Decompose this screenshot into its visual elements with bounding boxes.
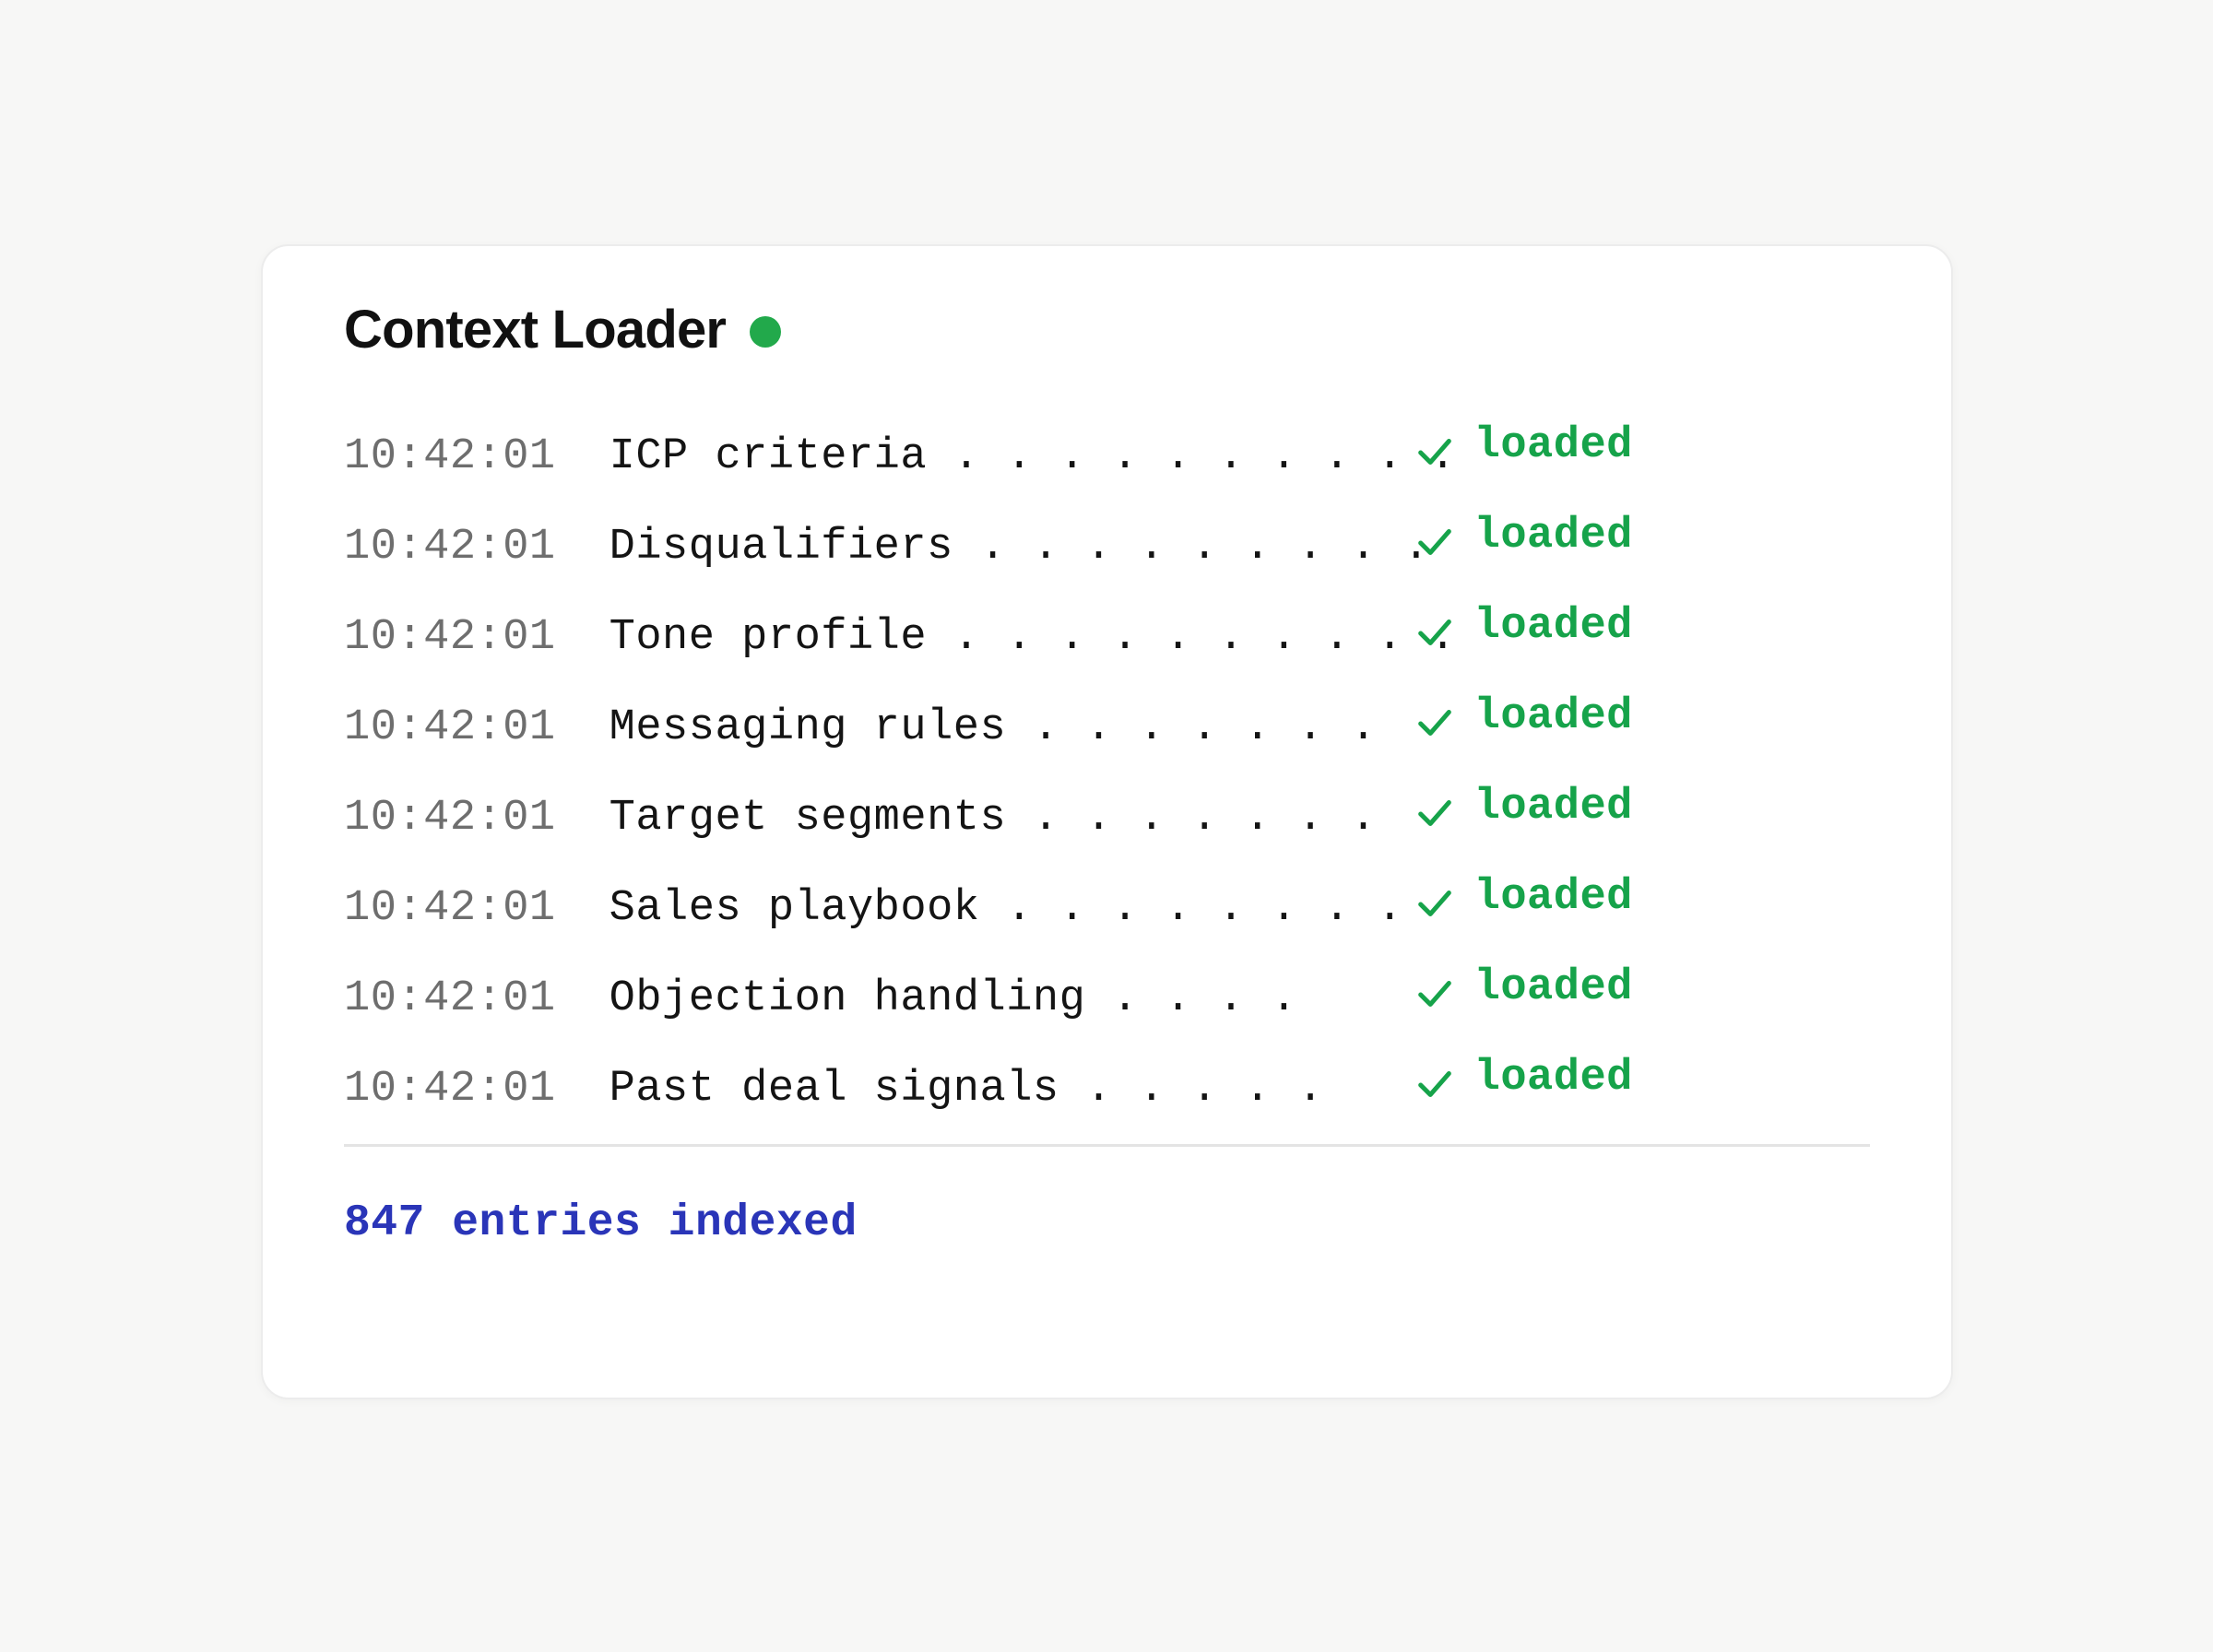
log-item-line: ICP criteria . . . . . . . . . . — [609, 412, 1456, 502]
log-item-line: Messaging rules . . . . . . . — [609, 683, 1402, 773]
log-timestamp: 10:42:01 — [344, 794, 556, 843]
log-leader-gap — [1085, 974, 1112, 1023]
log-status-label: loaded — [1473, 421, 1633, 470]
log-item-line: Past deal signals . . . . . — [609, 1044, 1402, 1135]
log-status: loaded — [1414, 943, 1633, 1033]
log-leader-gap — [1006, 703, 1033, 752]
log-status-label: loaded — [1473, 873, 1633, 922]
log-status: loaded — [1414, 672, 1633, 762]
log-item-line: Objection handling . . . . — [609, 954, 1402, 1044]
log-status: loaded — [1414, 1033, 1633, 1124]
log-status-label: loaded — [1473, 512, 1633, 560]
check-icon — [1414, 882, 1456, 925]
log-leader-gap — [1006, 794, 1033, 843]
log-item-line: Target segments . . . . . . . — [609, 773, 1402, 864]
log-status-label: loaded — [1473, 1054, 1633, 1103]
page-title: Context Loader — [344, 300, 727, 360]
log-timestamp: 10:42:01 — [344, 974, 556, 1023]
status-online-dot-icon — [750, 316, 782, 348]
log-leader-gap — [953, 523, 980, 572]
log-item-line: Sales playbook . . . . . . . . — [609, 864, 1403, 954]
log-leader-dots: . . . . . . . . . — [979, 523, 1430, 572]
log-leader-dots: . . . . . . . — [1032, 794, 1378, 843]
log-item-label: Messaging rules — [609, 703, 1007, 752]
log-timestamp: 10:42:01 — [344, 523, 556, 572]
log-row: 10:42:01 ICP criteria . . . . . . . . . .… — [344, 401, 1951, 491]
context-loader-card: Context Loader 10:42:01 ICP criteria . . … — [261, 244, 1953, 1399]
log-item-label: Objection handling — [609, 974, 1086, 1023]
log-row: 10:42:01 Past deal signals . . . . . loade… — [344, 1033, 1951, 1124]
log-leader-dots: . . . . . . . . — [1006, 884, 1403, 933]
context-log-list: 10:42:01 ICP criteria . . . . . . . . . .… — [263, 401, 1951, 1124]
check-icon — [1414, 1063, 1456, 1105]
log-row: 10:42:01 Objection handling . . . . loaded — [344, 943, 1951, 1033]
check-icon — [1414, 431, 1456, 473]
log-status-label: loaded — [1473, 602, 1633, 651]
check-icon — [1414, 611, 1456, 654]
log-status: loaded — [1414, 582, 1633, 672]
log-row: 10:42:01 Tone profile . . . . . . . . . .… — [344, 582, 1951, 672]
log-row: 10:42:01 Target segments . . . . . . . loa… — [344, 762, 1951, 853]
log-leader-dots: . . . . . — [1085, 1065, 1324, 1114]
check-icon — [1414, 973, 1456, 1015]
log-leader-dots: . . . . — [1112, 974, 1297, 1023]
entries-indexed-summary: 847 entries indexed — [344, 1198, 858, 1248]
log-leader-gap — [980, 884, 1007, 933]
log-status-label: loaded — [1473, 963, 1633, 1012]
footer-divider — [344, 1144, 1870, 1147]
log-leader-gap — [927, 432, 953, 481]
log-item-label: ICP criteria — [609, 432, 928, 481]
log-item-label: Past deal signals — [609, 1065, 1059, 1114]
log-item-line: Disqualifiers . . . . . . . . . — [609, 502, 1429, 593]
check-icon — [1414, 521, 1456, 563]
log-row: 10:42:01 Disqualifiers . . . . . . . . . l… — [344, 491, 1951, 582]
log-status: loaded — [1414, 762, 1633, 853]
log-leader-dots: . . . . . . . — [1032, 703, 1378, 752]
log-item-label: Disqualifiers — [609, 523, 953, 572]
log-row: 10:42:01 Messaging rules . . . . . . . loa… — [344, 672, 1951, 762]
log-status: loaded — [1414, 401, 1633, 491]
log-item-label: Target segments — [609, 794, 1007, 843]
log-timestamp: 10:42:01 — [344, 613, 556, 662]
log-status: loaded — [1414, 853, 1633, 943]
card-header: Context Loader — [263, 246, 1951, 357]
log-status-label: loaded — [1473, 783, 1633, 832]
log-leader-gap — [1059, 1065, 1086, 1114]
log-item-label: Sales playbook — [609, 884, 980, 933]
log-status: loaded — [1414, 491, 1633, 582]
log-row: 10:42:01 Sales playbook . . . . . . . . lo… — [344, 853, 1951, 943]
log-leader-dots: . . . . . . . . . . — [953, 432, 1457, 481]
check-icon — [1414, 792, 1456, 834]
log-timestamp: 10:42:01 — [344, 432, 556, 481]
log-timestamp: 10:42:01 — [344, 884, 556, 933]
log-item-line: Tone profile . . . . . . . . . . — [609, 593, 1456, 683]
log-leader-gap — [927, 613, 953, 662]
log-status-label: loaded — [1473, 692, 1633, 741]
check-icon — [1414, 702, 1456, 744]
log-leader-dots: . . . . . . . . . . — [953, 613, 1457, 662]
log-timestamp: 10:42:01 — [344, 703, 556, 752]
log-item-label: Tone profile — [609, 613, 928, 662]
log-timestamp: 10:42:01 — [344, 1065, 556, 1114]
